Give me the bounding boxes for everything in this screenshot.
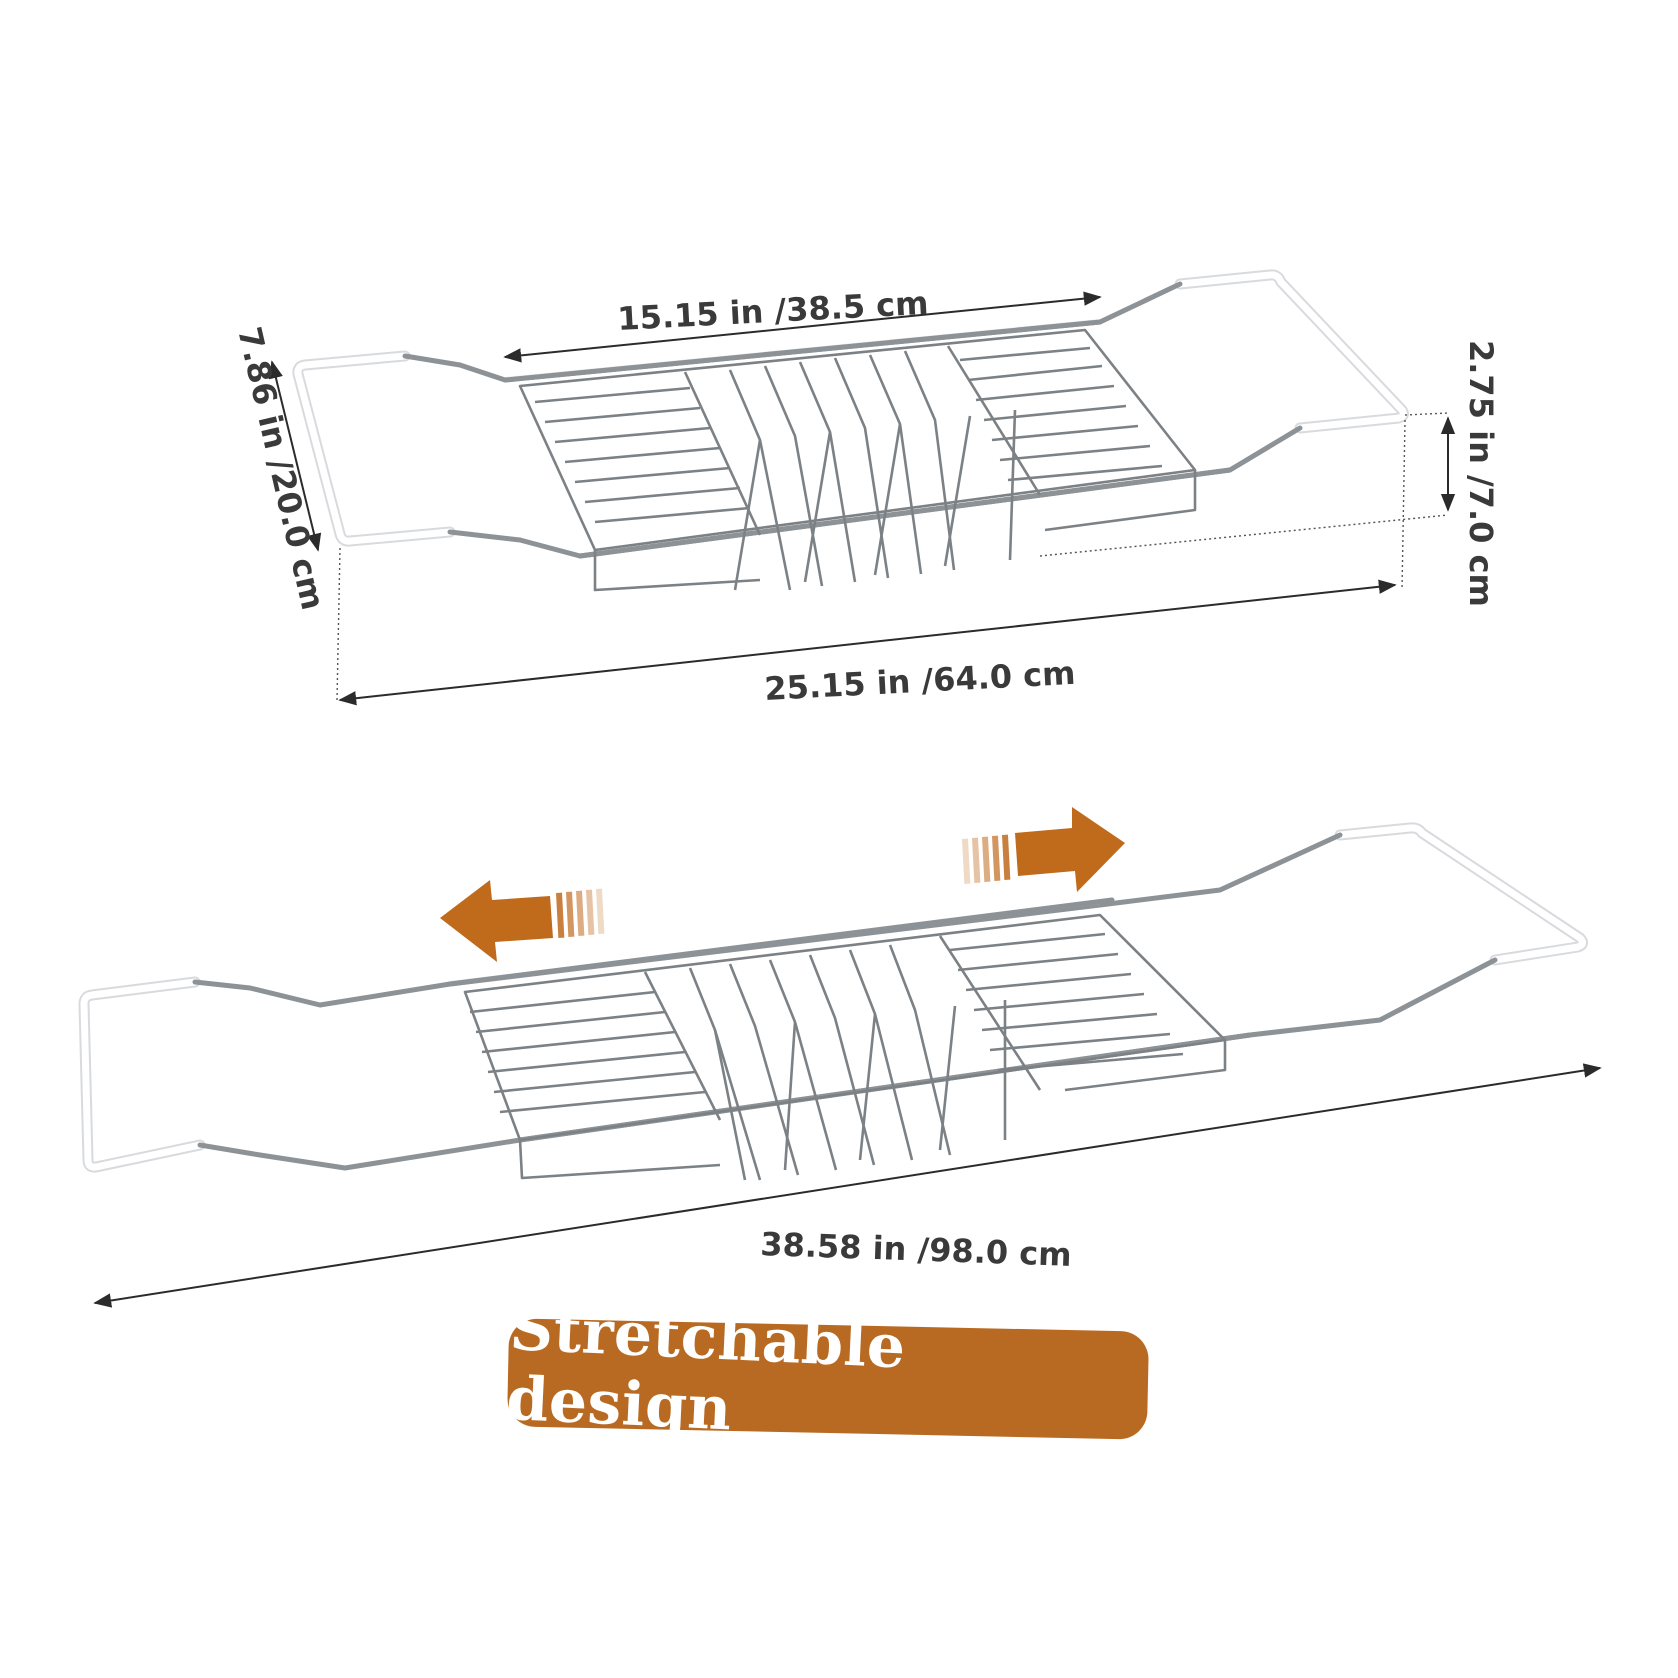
dim-line-inner-length xyxy=(503,291,1102,363)
label-total-length: 25.15 in /64.0 cm xyxy=(763,654,1076,708)
dim-line-extended-length xyxy=(93,1063,1602,1308)
dim-line-width xyxy=(268,360,322,552)
label-height: 2.75 in /7.0 cm xyxy=(1462,340,1500,607)
arrow-left-icon xyxy=(440,880,605,962)
tray-extended xyxy=(78,822,1589,1181)
basket-compact xyxy=(518,328,1197,592)
arrow-right-icon xyxy=(962,807,1125,892)
label-extended-length: 38.58 in /98.0 cm xyxy=(760,1225,1072,1274)
tray-compact xyxy=(292,269,1409,592)
stretchable-design-badge: Stretchable design xyxy=(505,1294,1150,1444)
label-inner-length: 15.15 in /38.5 cm xyxy=(616,284,929,338)
extension-rail-top xyxy=(192,832,1343,1008)
left-grip-extended xyxy=(78,976,206,1173)
right-grip-extended xyxy=(1334,822,1589,966)
dim-line-total-length xyxy=(338,579,1397,706)
basket-extended xyxy=(463,913,1227,1181)
